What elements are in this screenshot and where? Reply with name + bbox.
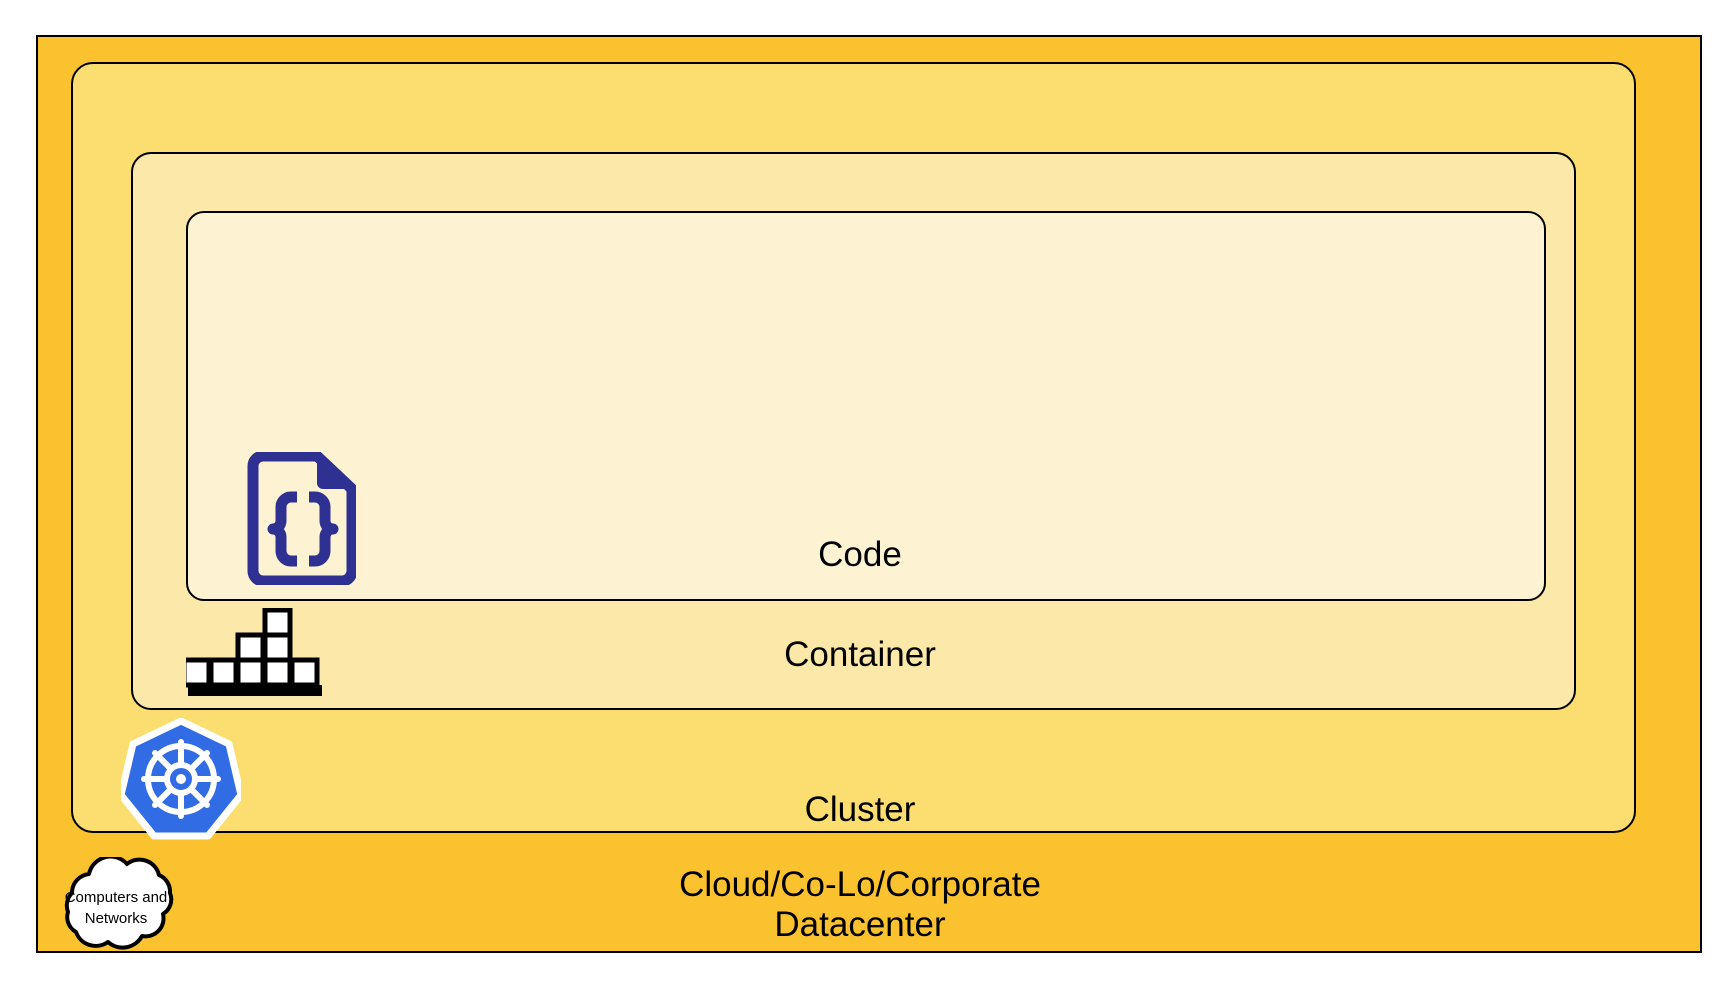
layer-label-datacenter: Cloud/Co-Lo/Corporate Datacenter <box>679 865 1041 944</box>
code-file-icon <box>243 450 358 587</box>
kubernetes-icon <box>117 717 245 841</box>
layer-box-code[interactable] <box>186 211 1546 601</box>
layer-label-container: Container <box>784 635 936 674</box>
layer-label-cluster: Cluster <box>804 790 916 829</box>
layer-label-code: Code <box>818 535 902 574</box>
computers-and-networks-cloud[interactable]: Computers and Networks <box>36 857 196 959</box>
container-boxes-icon <box>181 607 326 698</box>
